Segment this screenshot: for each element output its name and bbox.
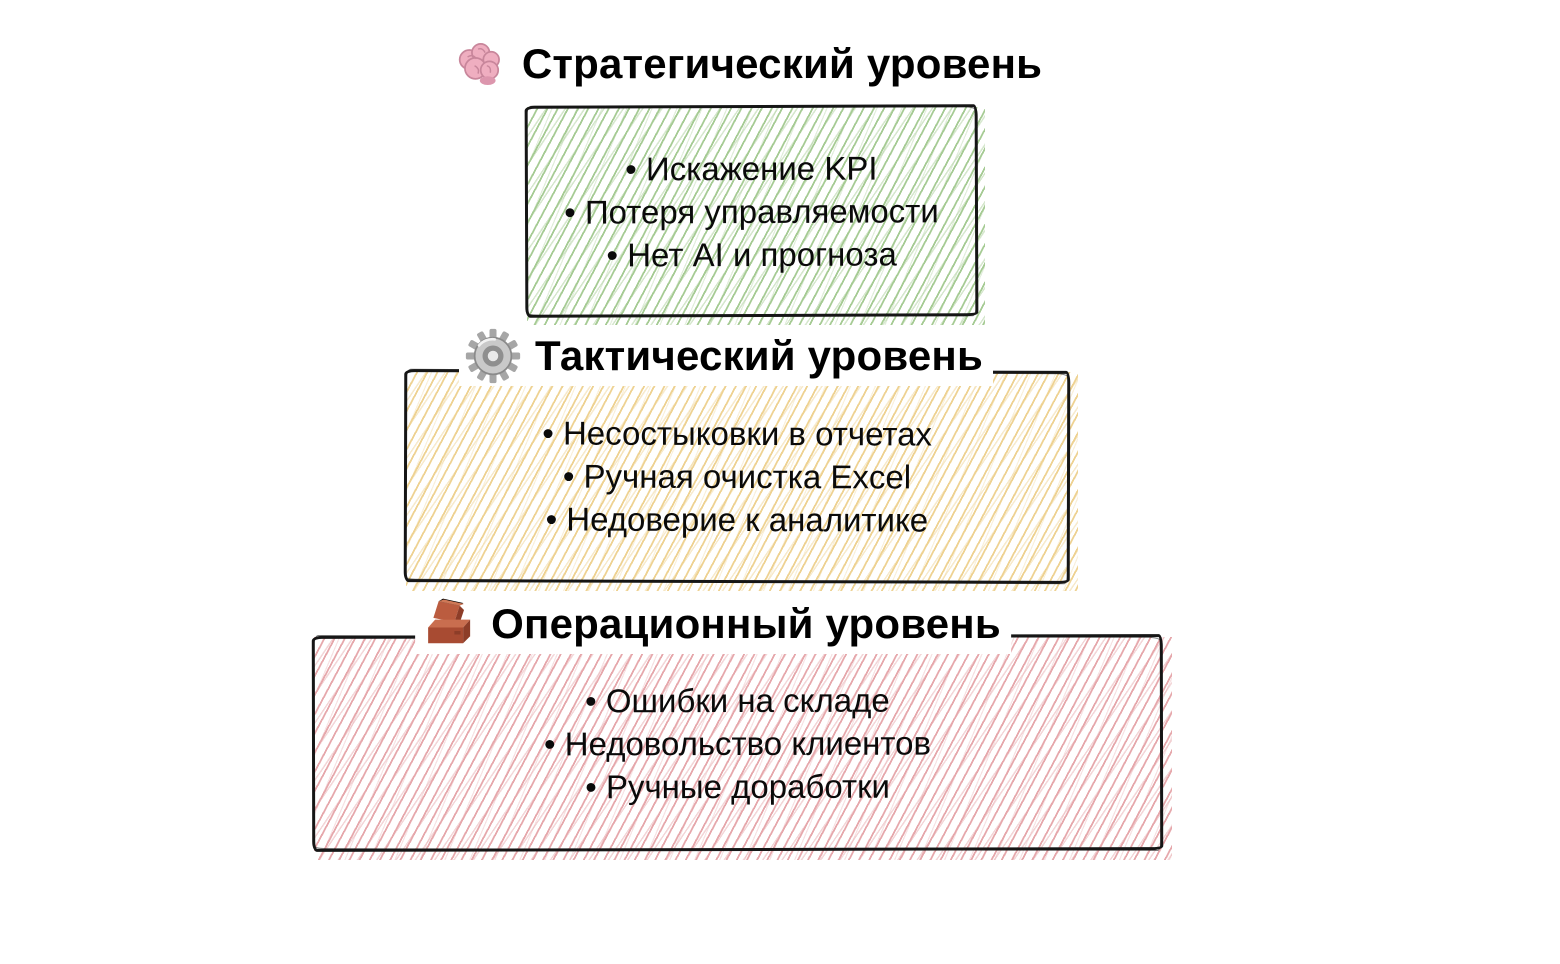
level-strategic-title-text: Стратегический уровень: [521, 40, 1043, 87]
level-tactical-title: Тактический уровень: [459, 328, 993, 386]
brain-icon: [452, 36, 508, 92]
list-item: • Несостыковки в отчетах: [542, 414, 933, 453]
level-operational-box: • Ошибки на складе • Недовольство клиент…: [311, 634, 1164, 852]
list-item: • Искажение KPI: [625, 149, 878, 187]
list-item: • Недовольство клиентов: [543, 724, 932, 762]
level-operational-title-text: Операционный уровень: [491, 600, 1001, 647]
list-item: • Потеря управляемости: [564, 191, 939, 231]
level-operational-items: • Ошибки на складе • Недовольство клиент…: [544, 678, 931, 808]
level-tactical-title-text: Тактический уровень: [535, 332, 983, 379]
level-strategic-title: Стратегический уровень: [445, 36, 1053, 94]
list-item: • Ручная очистка Excel: [562, 457, 912, 496]
level-operational-title: Операционный уровень: [415, 596, 1011, 654]
list-item: • Недоверие к аналитике: [545, 500, 929, 539]
level-tactical-box: • Несостыковки в отчетах • Ручная очистк…: [403, 369, 1071, 584]
list-item: • Ручные доработки: [585, 767, 890, 805]
level-tactical-items: • Несостыковки в отчетах • Ручная очистк…: [542, 411, 932, 541]
list-item: • Нет AI и прогноза: [606, 234, 897, 274]
level-strategic-box: • Искажение KPI • Потеря управляемости •…: [524, 104, 979, 318]
list-item: • Ошибки на складе: [585, 681, 890, 719]
bricks-icon: [421, 596, 477, 652]
level-strategic-items: • Искажение KPI • Потеря управляемости •…: [564, 146, 939, 276]
gear-icon: [465, 328, 521, 384]
